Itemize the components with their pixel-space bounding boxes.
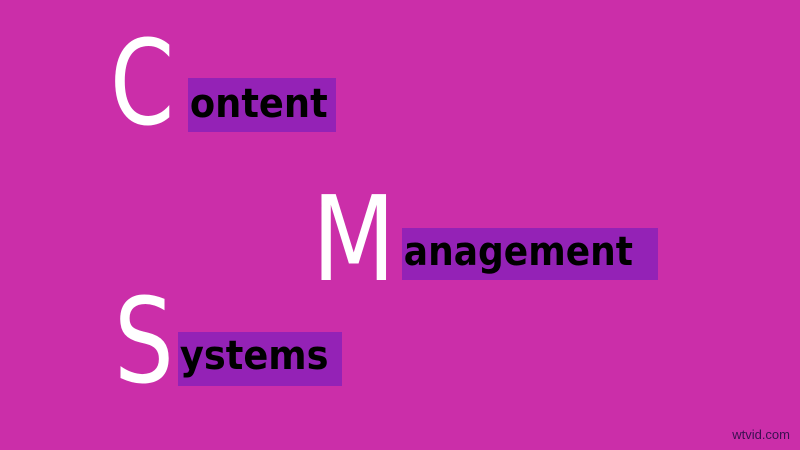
word-systems: ystems: [178, 332, 342, 386]
word-content: ontent: [188, 78, 336, 132]
initial-letter-s: S: [114, 272, 174, 410]
word-management-text: anagement: [403, 229, 633, 275]
initial-letter-m: M: [312, 170, 396, 308]
word-systems-text: ystems: [179, 333, 329, 379]
word-management: anagement: [402, 228, 658, 280]
word-content-text: ontent: [189, 81, 328, 127]
initial-letter-c: C: [110, 14, 175, 152]
watermark: wtvid.com: [732, 427, 790, 442]
